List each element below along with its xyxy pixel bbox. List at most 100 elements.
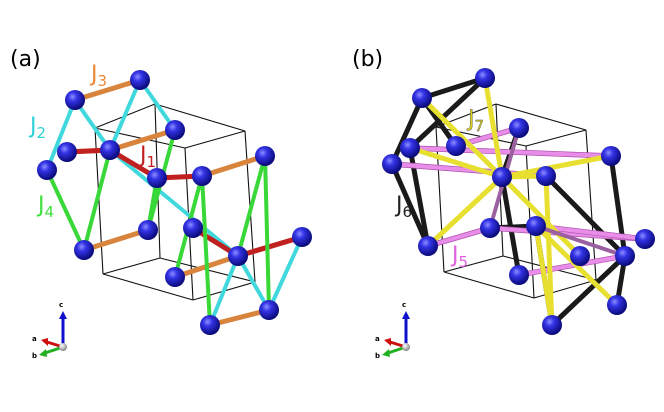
bond-j6 — [389, 161, 431, 249]
atom — [165, 120, 185, 140]
bond-j3 — [107, 127, 178, 153]
atom — [292, 227, 312, 247]
axis-c-label: c — [59, 301, 63, 309]
atom — [570, 246, 590, 266]
axis-triad: c a b — [375, 301, 410, 360]
atom — [228, 246, 248, 266]
atom — [74, 240, 94, 260]
atom — [526, 216, 546, 236]
axis-c-head — [402, 311, 410, 319]
bond-j7 — [407, 145, 505, 180]
atom — [200, 315, 220, 335]
axis-origin — [402, 343, 410, 351]
atom — [147, 168, 167, 188]
axis-c-label: c — [402, 301, 406, 309]
bond-j2 — [208, 254, 240, 327]
atoms — [37, 70, 312, 335]
cell-edge — [495, 103, 587, 131]
bonds — [45, 77, 305, 328]
bond-j1 — [235, 234, 305, 259]
atom — [607, 295, 627, 315]
bond-j6 — [389, 95, 425, 167]
bond-j7 — [419, 95, 505, 180]
atom — [130, 70, 150, 90]
label-j4: J4 — [36, 193, 54, 221]
axis-b-label: b — [32, 352, 37, 360]
panel-a: (a) J3 J2 J1 J4 c a b — [10, 47, 312, 360]
bond-j4 — [45, 168, 86, 252]
atom — [165, 267, 185, 287]
bond-j6 — [419, 75, 488, 101]
atom — [536, 166, 556, 186]
bond-j3 — [207, 307, 272, 328]
bond-j7 — [499, 174, 583, 259]
bond-j6 — [407, 75, 488, 151]
bond-j4 — [263, 154, 271, 312]
bond-j7 — [534, 224, 627, 258]
atom — [418, 236, 438, 256]
cell-edge — [443, 255, 504, 273]
label-j5: J5 — [450, 243, 468, 271]
bond-j7 — [499, 153, 614, 180]
label-j1: J1 — [138, 143, 156, 171]
atom — [255, 146, 275, 166]
bond-j7 — [543, 173, 555, 328]
bond-j7 — [533, 223, 620, 308]
label-j2: J2 — [28, 114, 46, 142]
cell-edge — [102, 273, 194, 301]
cell-edge — [154, 103, 246, 132]
atom — [601, 146, 621, 166]
cell-edge — [184, 130, 246, 149]
atom — [65, 90, 85, 110]
bond-j2 — [108, 78, 142, 152]
panel-b: (b) J7 J6 J5 c a b — [352, 47, 655, 360]
bond-j7 — [482, 75, 505, 180]
panel-a-label: (a) — [10, 47, 41, 72]
bond-j4 — [236, 154, 267, 258]
bond-j2 — [73, 98, 112, 152]
bond-j2 — [236, 254, 271, 312]
axis-b-head — [382, 349, 390, 357]
atom — [615, 246, 635, 266]
atom — [37, 160, 57, 180]
cell-edge — [525, 129, 587, 147]
atom — [509, 118, 529, 138]
bond-j2 — [108, 148, 240, 258]
atom — [100, 140, 120, 160]
bonds — [389, 75, 648, 328]
bond-j5 — [517, 254, 627, 277]
atom — [635, 229, 655, 249]
axis-b-head — [39, 349, 47, 357]
bond-j6 — [549, 253, 628, 328]
panel-b-label: (b) — [352, 47, 383, 72]
bond-j4 — [82, 148, 112, 252]
bond-j5 — [426, 226, 492, 248]
bond-j3 — [81, 227, 151, 253]
axis-b-label: b — [375, 352, 380, 360]
bond-j6 — [543, 173, 628, 259]
atom — [138, 220, 158, 240]
atom — [509, 265, 529, 285]
cell-edge — [533, 279, 597, 299]
atom — [542, 315, 562, 335]
atom — [475, 68, 495, 88]
bond-j2 — [138, 78, 177, 132]
bond-j7 — [425, 174, 505, 249]
atom — [492, 167, 512, 187]
cell-edge — [102, 257, 161, 275]
label-j3: J3 — [89, 62, 107, 90]
axis-triad: c a b — [32, 301, 67, 360]
axis-a-label: a — [32, 335, 37, 343]
cell-edge — [443, 271, 535, 299]
axis-c-head — [59, 311, 67, 319]
atoms — [382, 68, 655, 335]
label-j6: J6 — [394, 193, 412, 221]
atom — [192, 166, 212, 186]
atom — [382, 154, 402, 174]
bond-j2 — [45, 98, 77, 172]
atom — [400, 138, 420, 158]
atom — [183, 218, 203, 238]
atom — [412, 88, 432, 108]
